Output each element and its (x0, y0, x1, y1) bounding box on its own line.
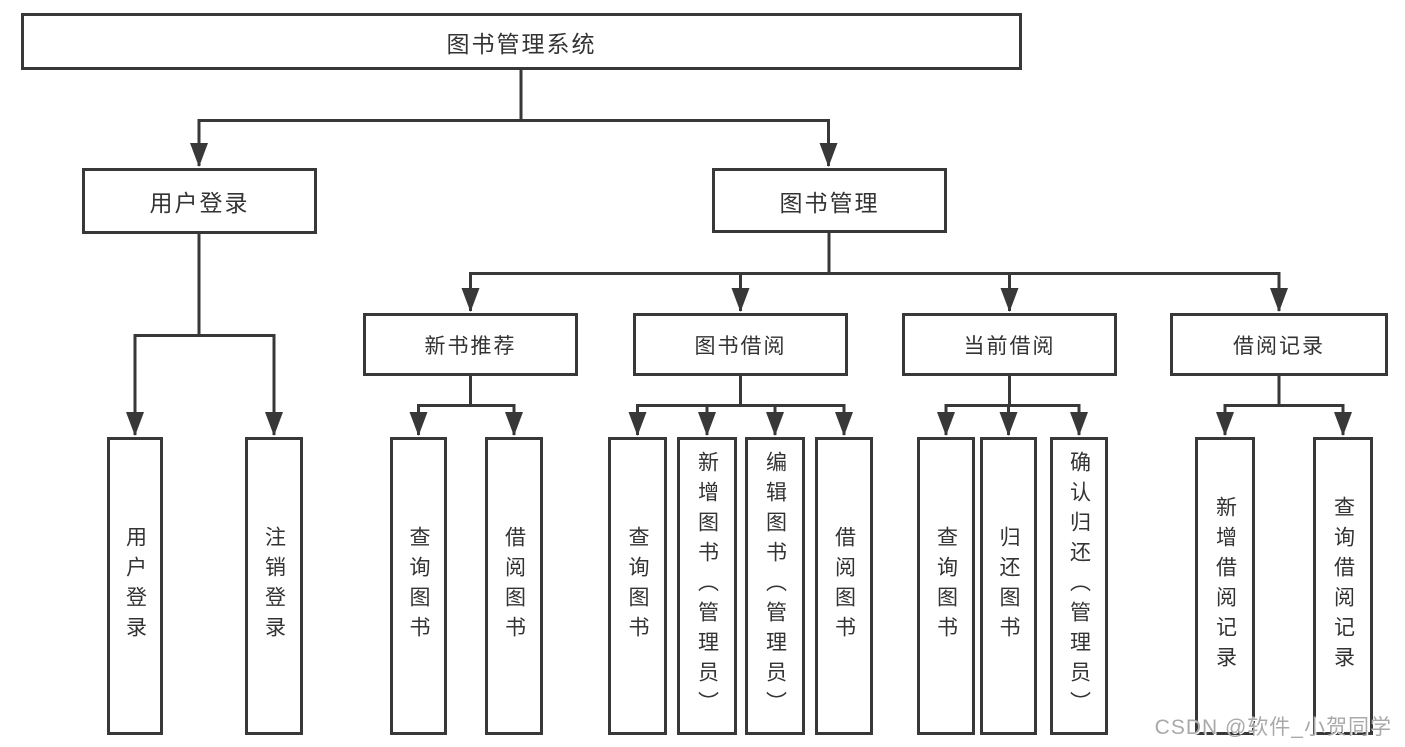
connector-current-to-confirm (1008, 376, 1088, 436)
connector-userlogin-to-logout (197, 234, 283, 436)
leaf-query-borrow-record: 查询借阅记录 (1313, 437, 1373, 735)
connector-mgmt-to-records (827, 233, 1288, 312)
leaf-user-login: 用户登录 (107, 437, 163, 735)
leaf-borrow-books: 借阅图书 (815, 437, 873, 735)
connector-root-to-book-mgmt (519, 70, 838, 167)
connector-borrow-to-borrowbook (739, 376, 853, 436)
leaf-edit-books-admin: 编辑图书（管理员） (745, 437, 805, 735)
leaf-query-books: 查询图书 (608, 437, 667, 735)
node-user-login: 用户登录 (82, 168, 317, 234)
connector-newbook-to-query (409, 376, 472, 436)
leaf-return-books: 归还图书 (980, 437, 1037, 735)
leaf-add-books-admin: 新增图书（管理员） (677, 437, 737, 735)
leaf-confirm-return-admin: 确认归还（管理员） (1050, 437, 1108, 735)
node-book-borrowing: 图书借阅 (633, 313, 848, 376)
leaf-query-books: 查询图书 (917, 437, 975, 735)
node-new-book-recommend: 新书推荐 (363, 313, 578, 376)
node-borrowing-records: 借阅记录 (1170, 313, 1388, 376)
leaf-query-books: 查询图书 (390, 437, 447, 735)
connector-records-to-query (1277, 376, 1352, 436)
connector-current-to-query (937, 376, 1011, 436)
leaf-add-borrow-record: 新增借阅记录 (1195, 437, 1255, 735)
connector-newbook-to-borrow (469, 376, 523, 436)
leaf-borrow-books: 借阅图书 (485, 437, 543, 735)
csdn-watermark: CSDN @软件_小贺同学 (1154, 716, 1392, 739)
connector-userlogin-to-login (126, 234, 201, 436)
node-current-borrowing: 当前借阅 (902, 313, 1117, 376)
connector-mgmt-to-borrow (731, 233, 831, 312)
node-library-system: 图书管理系统 (21, 13, 1022, 70)
connector-records-to-add (1216, 376, 1281, 436)
connector-borrow-to-add (698, 376, 742, 436)
leaf-logout: 注销登录 (245, 437, 303, 735)
connector-root-to-user-login (190, 70, 523, 167)
node-book-management: 图书管理 (712, 168, 947, 233)
